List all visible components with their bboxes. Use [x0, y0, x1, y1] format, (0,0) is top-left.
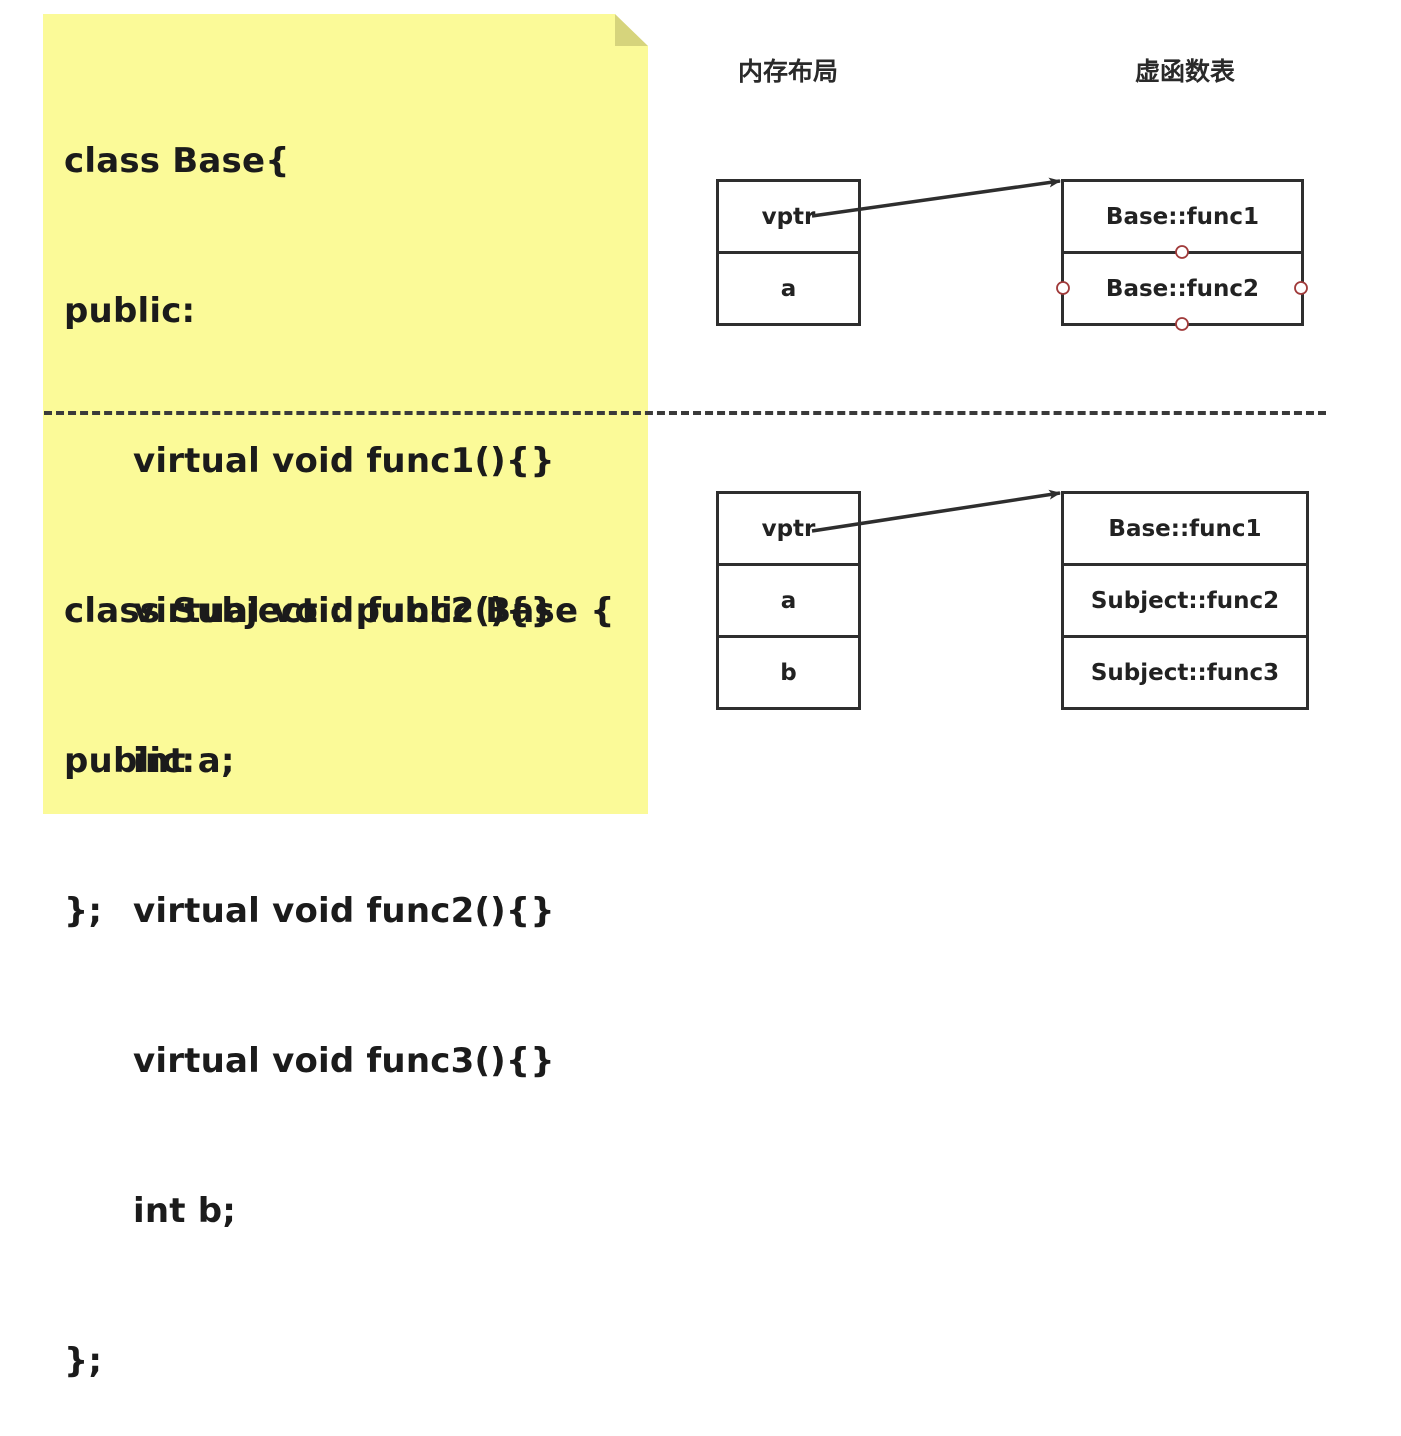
subject-memory-cell-a[interactable]: a: [716, 563, 861, 638]
base-memory-cell-vptr[interactable]: vptr: [716, 179, 861, 254]
code-line: };: [64, 1341, 103, 1381]
code-line: class Subject : public Base {: [64, 591, 615, 631]
base-memory-cell-a[interactable]: a: [716, 251, 861, 326]
subject-vtable-cell-func1[interactable]: Base::func1: [1061, 491, 1309, 566]
code-line: public:: [64, 741, 196, 781]
subject-vtable-cell-func2[interactable]: Subject::func2: [1061, 563, 1309, 638]
subject-vtable-cell-func3[interactable]: Subject::func3: [1061, 635, 1309, 710]
memory-layout-heading: 内存布局: [737, 57, 838, 86]
section-divider: [44, 411, 1326, 415]
code-line: virtual void func3(){}: [133, 1041, 555, 1081]
code-line: public:: [64, 291, 196, 331]
code-line: virtual void func2(){}: [133, 591, 555, 631]
code-line: class Base{: [64, 141, 290, 181]
code-line: int a;: [133, 741, 235, 781]
note-fold-corner: [615, 14, 648, 46]
vtable-heading: 虚函数表: [1134, 57, 1235, 86]
code-line: virtual void func1(){}: [133, 441, 555, 481]
code-line: virtual void func2(){}: [133, 891, 555, 931]
subject-memory-cell-b[interactable]: b: [716, 635, 861, 710]
subject-memory-cell-vptr[interactable]: vptr: [716, 491, 861, 566]
subject-class-code: class Subject : public Base { public: vi…: [64, 486, 615, 1436]
base-vtable-cell-func1[interactable]: Base::func1: [1061, 179, 1304, 254]
base-vtable-cell-func2[interactable]: Base::func2: [1061, 251, 1304, 326]
code-line: int b;: [133, 1191, 237, 1231]
